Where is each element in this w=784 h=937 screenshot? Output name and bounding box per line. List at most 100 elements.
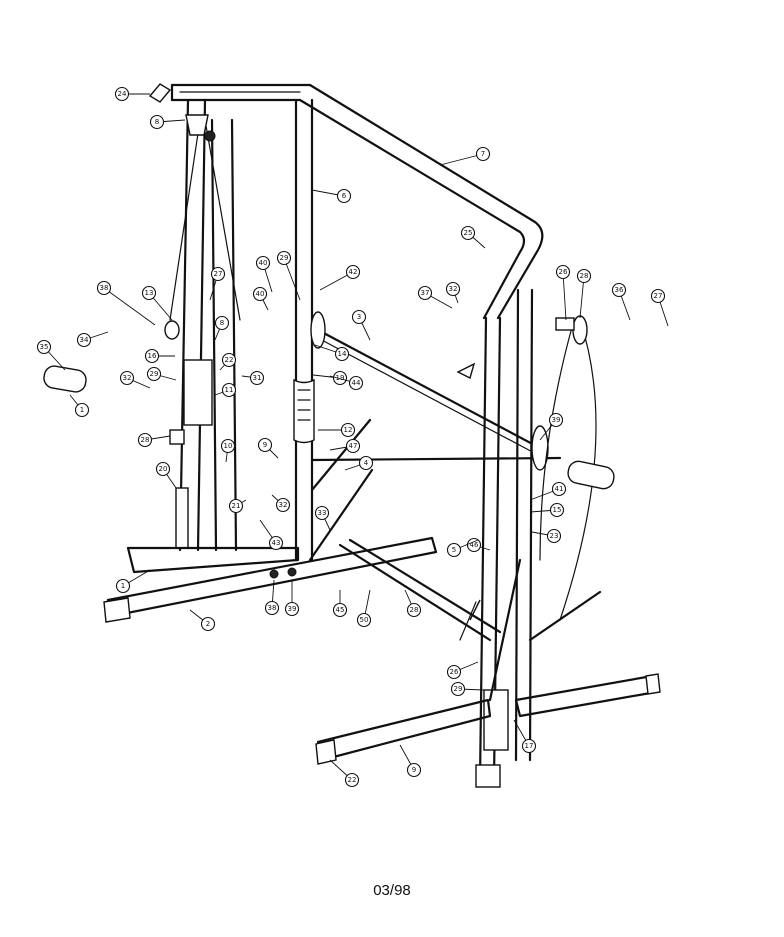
callout-51: 2 [189, 609, 216, 632]
callout-circle [149, 114, 165, 130]
callout-number: 22 [225, 356, 234, 364]
callout-circle [340, 422, 356, 438]
callout-circle [450, 681, 466, 697]
callout-14: 35 [36, 339, 66, 371]
callout-10: 37 [417, 285, 453, 309]
cable-right [539, 319, 597, 621]
callout-circle [314, 505, 330, 521]
callout-3: 7 [439, 146, 491, 166]
callout-47: 15 [529, 502, 565, 518]
callout-number: 16 [148, 352, 157, 360]
callout-number: 9 [263, 441, 267, 449]
callout-circle [255, 255, 271, 271]
callout-number: 15 [553, 506, 562, 514]
callout-circle [146, 366, 162, 382]
callout-number: 9 [412, 766, 416, 774]
callout-number: 29 [454, 685, 463, 693]
callout-38: 9 [257, 437, 279, 459]
callout-circle [76, 332, 92, 348]
callout-number: 46 [470, 541, 479, 549]
callout-circle [546, 528, 562, 544]
callout-15: 34 [76, 331, 109, 348]
callout-28: 14 [314, 344, 350, 362]
callout-11: 32 [445, 281, 461, 304]
callout-circle [460, 225, 476, 241]
callout-leader [562, 271, 567, 321]
callout-circle [344, 772, 360, 788]
callout-number: 39 [288, 605, 297, 613]
callout-55: 29 [450, 681, 485, 697]
callout-circle [137, 432, 153, 448]
callout-circle [351, 309, 367, 325]
callout-circle [406, 762, 422, 778]
callout-circle [334, 346, 350, 362]
callout-number: 4 [364, 459, 369, 467]
callout-39: 32 [271, 494, 291, 513]
callout-13: 27 [650, 288, 669, 327]
callout-36: 20 [155, 461, 177, 489]
callout-59: 45 [332, 590, 348, 618]
callout-number: 45 [336, 606, 345, 614]
callout-48: 23 [531, 528, 562, 544]
callout-number: 25 [464, 229, 473, 237]
callout-43: 47 [329, 438, 361, 454]
callout-37: 10 [220, 438, 236, 463]
callout-circle [214, 315, 230, 331]
callout-number: 37 [421, 289, 430, 297]
callout-circle [406, 602, 422, 618]
callout-number: 21 [232, 502, 241, 510]
callout-circle [555, 264, 571, 280]
callout-circle [249, 370, 265, 386]
callout-circle [332, 370, 348, 386]
callout-number: 40 [256, 290, 265, 298]
callout-number: 36 [615, 286, 624, 294]
callout-25: 1 [69, 394, 90, 418]
callout-number: 19 [336, 374, 345, 382]
callout-60: 50 [356, 589, 372, 628]
callout-35: 28 [137, 432, 171, 448]
callout-number: 32 [449, 285, 458, 293]
callout-number: 26 [559, 268, 568, 276]
callout-circle [221, 352, 237, 368]
callout-number: 38 [100, 284, 109, 292]
callout-61: 28 [404, 589, 422, 618]
date-code: 03/98 [373, 882, 411, 899]
callout-number: 27 [654, 292, 663, 300]
callout-number: 42 [349, 268, 358, 276]
callout-circle [74, 402, 90, 418]
callout-26: 3 [351, 309, 371, 341]
callout-number: 28 [141, 436, 150, 444]
callout-circle [210, 266, 226, 282]
callout-40: 43 [259, 519, 284, 551]
callout-16: 38 [96, 280, 156, 326]
callout-circle [119, 370, 135, 386]
callout-49: 5 [446, 539, 479, 558]
callout-number: 32 [123, 374, 132, 382]
callout-number: 6 [342, 192, 347, 200]
callout-circle [445, 281, 461, 297]
callout-circle [345, 264, 361, 280]
callout-circle [345, 438, 361, 454]
callout-number: 11 [225, 386, 234, 394]
callout-circle [417, 285, 433, 301]
callout-number: 26 [450, 668, 459, 676]
callout-8: 42 [319, 264, 361, 291]
callout-number: 50 [360, 616, 369, 624]
callout-number: 28 [410, 606, 419, 614]
callout-number: 27 [214, 270, 223, 278]
center-upright [293, 98, 315, 562]
callout-32: 11 [214, 382, 237, 398]
callout-circle [220, 438, 236, 454]
callout-number: 1 [121, 582, 125, 590]
callout-45: 39 [539, 412, 564, 441]
callout-circle [221, 382, 237, 398]
callout-circle [284, 601, 300, 617]
callout-circle [275, 497, 291, 513]
callout-circle [276, 250, 292, 266]
callout-circle [268, 535, 284, 551]
callout-24: 32 [119, 370, 151, 389]
callout-circle [446, 542, 462, 558]
callout-circle [548, 412, 564, 428]
